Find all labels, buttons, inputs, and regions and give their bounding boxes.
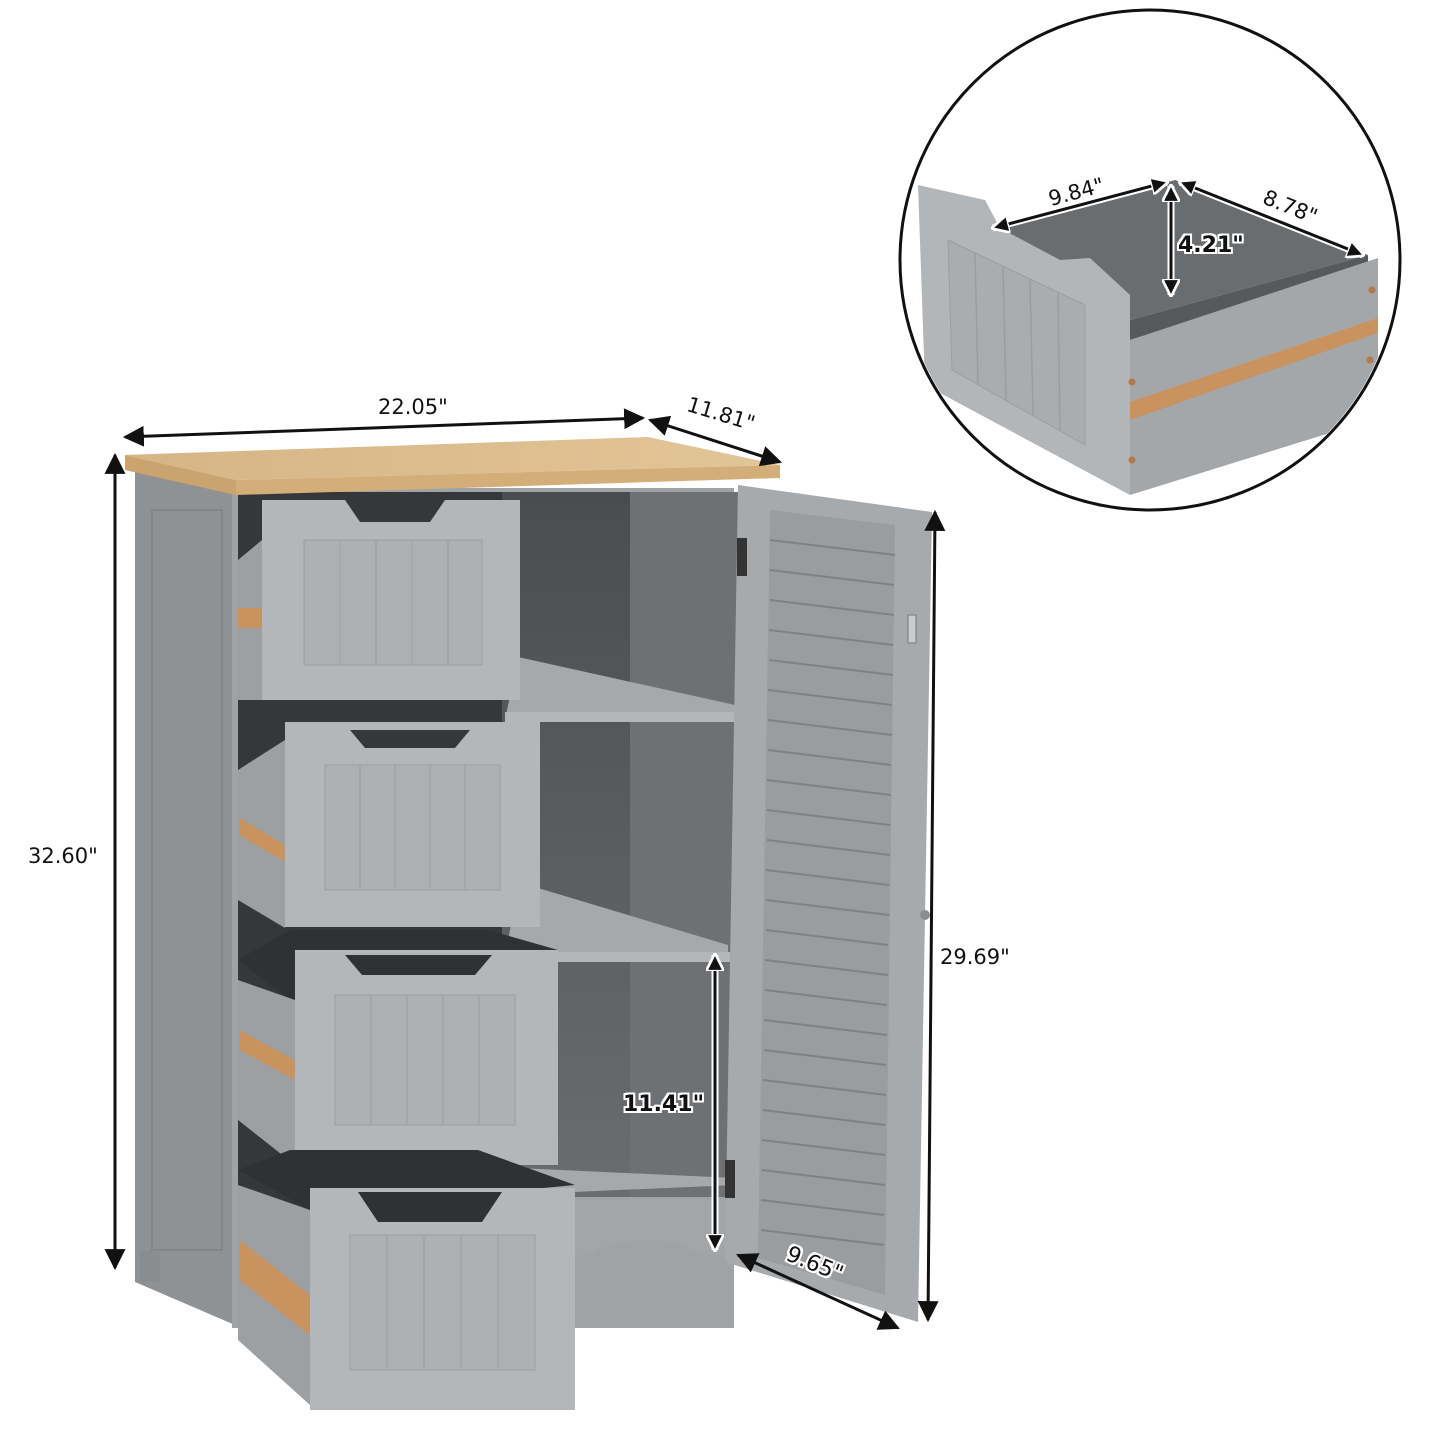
door-knob <box>920 910 930 920</box>
dim-line-width <box>122 408 646 447</box>
dim-line-drawer-depth <box>1180 182 1363 255</box>
label-door-height: 29.69" <box>940 945 1010 969</box>
drawer-1 <box>238 500 520 700</box>
louvered-door <box>725 485 932 1322</box>
label-drawer-height: 4.21" <box>1178 233 1244 258</box>
drawer-4 <box>238 1150 575 1410</box>
label-overall-height: 32.60" <box>28 844 98 868</box>
drawer-3 <box>238 930 558 1165</box>
dim-line-drawer-width <box>993 182 1167 228</box>
dim-line-depth <box>648 415 782 467</box>
dim-line-shelf-depth <box>736 1253 900 1330</box>
dim-line-door-height <box>917 509 946 1323</box>
hinge-top <box>737 538 747 576</box>
wood-top <box>125 437 780 495</box>
drawer-detail-inset <box>898 8 1402 512</box>
label-overall-width: 22.05" <box>378 395 448 419</box>
magnet-catch <box>907 614 917 644</box>
hinge-bottom <box>725 1160 735 1198</box>
drawer-2 <box>238 722 540 928</box>
label-shelf-opening-height: 11.41" <box>623 1092 705 1117</box>
